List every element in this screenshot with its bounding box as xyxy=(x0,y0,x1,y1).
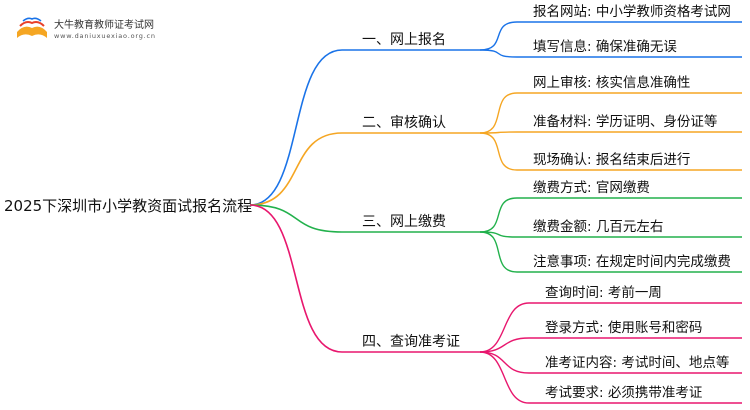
branch-label: 二、审核确认 xyxy=(362,115,446,131)
leaf-label: 准备材料: 学历证明、身份证等 xyxy=(533,113,717,130)
leaf-label: 报名网站: 中小学教师资格考试网 xyxy=(533,4,731,20)
leaf-label: 查询时间: 考前一周 xyxy=(545,284,662,301)
leaf-connector xyxy=(479,197,518,233)
leaf-connector xyxy=(479,49,518,58)
leaf-connector xyxy=(479,131,518,134)
branch-connector xyxy=(249,204,343,353)
leaf-label: 缴费方式: 官网缴费 xyxy=(533,180,650,196)
leaf-connector xyxy=(479,231,518,273)
brand-logo: 大牛教育教师证考试网 www.daniuxuexiao.org.cn xyxy=(14,14,234,50)
brand-url: www.daniuxuexiao.org.cn xyxy=(54,32,156,40)
leaf-label: 注意事项: 在规定时间内完成缴费 xyxy=(533,253,731,270)
leaf-connector xyxy=(479,92,518,134)
branch-connector xyxy=(249,204,343,233)
brand-name: 大牛教育教师证考试网 xyxy=(54,20,154,31)
leaf-label: 登录方式: 使用账号和密码 xyxy=(545,319,702,336)
leaf-connector xyxy=(479,21,518,51)
leaf-connector xyxy=(479,231,518,238)
leaf-label: 缴费金额: 几百元左右 xyxy=(533,219,663,235)
branch-connector xyxy=(249,132,343,206)
branch-label: 三、网上缴费 xyxy=(362,214,446,230)
leaf-connector xyxy=(479,132,518,171)
book-icon xyxy=(17,17,47,38)
leaf-label: 现场确认: 报名结束后进行 xyxy=(533,152,690,168)
leaf-label: 填写信息: 确保准确无误 xyxy=(533,38,677,55)
leaf-connector xyxy=(479,302,530,353)
leaf-connector xyxy=(479,351,530,404)
root-node-label: 2025下深圳市小学教资面试报名流程 xyxy=(4,197,252,215)
branch-connector xyxy=(249,49,343,206)
leaf-label: 网上审核: 核实信息准确性 xyxy=(533,74,690,91)
branch-label: 四、查询准考证 xyxy=(362,334,460,350)
leaf-connector xyxy=(479,351,530,374)
leaf-label: 考试要求: 必须携带准考证 xyxy=(545,385,702,401)
branch-label: 一、网上报名 xyxy=(362,32,446,48)
leaf-label: 准考证内容: 考试时间、地点等 xyxy=(545,354,729,371)
leaf-connector xyxy=(479,337,530,353)
